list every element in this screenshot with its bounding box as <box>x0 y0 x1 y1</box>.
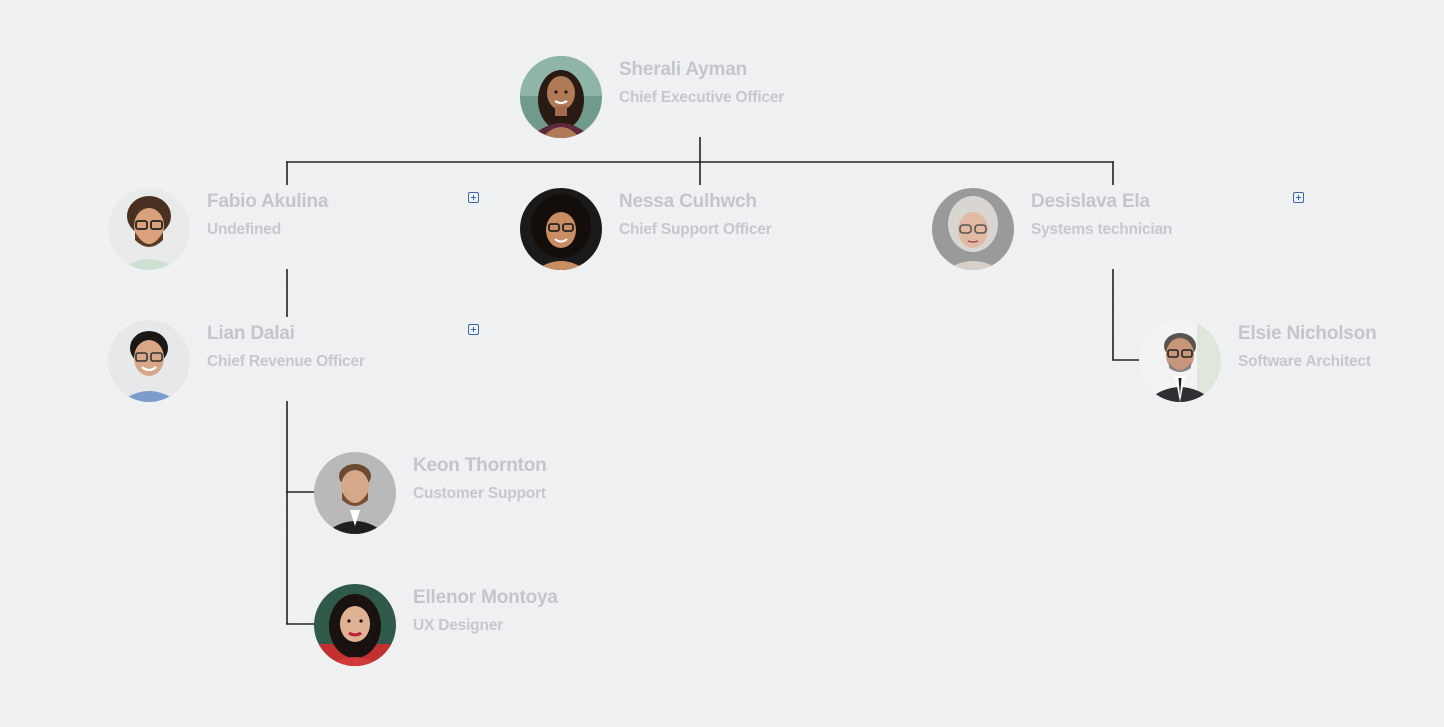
node-role: Chief Support Officer <box>619 221 772 238</box>
node-role: Systems technician <box>1031 221 1173 238</box>
avatar-desislava-ela <box>932 188 1014 270</box>
avatar-sherali-ayman <box>520 56 602 138</box>
avatar-elsie-nicholson <box>1139 320 1221 402</box>
person-photo-icon <box>108 320 190 402</box>
expand-plus-icon[interactable] <box>468 324 479 335</box>
person-photo-icon <box>314 584 396 666</box>
avatar-nessa-culhwch <box>520 188 602 270</box>
node-role: UX Designer <box>413 617 503 634</box>
person-photo-icon <box>108 188 190 270</box>
avatar-keon-thornton <box>314 452 396 534</box>
node-role: Software Architect <box>1238 353 1371 370</box>
avatar-fabio-akulina <box>108 188 190 270</box>
node-name: Lian Dalai <box>207 323 295 344</box>
person-photo-icon <box>520 188 602 270</box>
person-photo-icon <box>520 56 602 138</box>
node-name: Keon Thornton <box>413 455 547 476</box>
node-role: Chief Revenue Officer <box>207 353 365 370</box>
avatar-lian-dalai <box>108 320 190 402</box>
node-name: Sherali Ayman <box>619 59 747 80</box>
node-role: Customer Support <box>413 485 546 502</box>
node-name: Nessa Culhwch <box>619 191 757 212</box>
person-photo-icon <box>314 452 396 534</box>
person-photo-icon <box>932 188 1014 270</box>
node-name: Elsie Nicholson <box>1238 323 1377 344</box>
node-role: Undefined <box>207 221 281 238</box>
expand-plus-icon[interactable] <box>468 192 479 203</box>
expand-plus-icon[interactable] <box>1293 192 1304 203</box>
node-role: Chief Executive Officer <box>619 89 785 106</box>
avatar-ellenor-montoya <box>314 584 396 666</box>
connector-desislava-to-elsie <box>1112 269 1140 361</box>
person-photo-icon <box>1139 320 1221 402</box>
node-name: Ellenor Montoya <box>413 587 558 608</box>
node-name: Desislava Ela <box>1031 191 1150 212</box>
node-name: Fabio Akulina <box>207 191 329 212</box>
